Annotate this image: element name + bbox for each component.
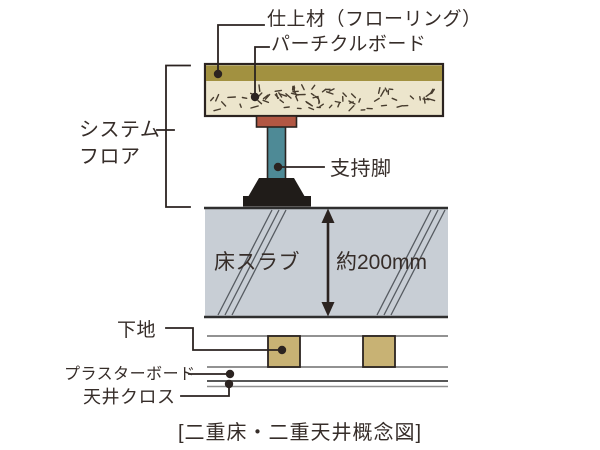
leader-dot-support-leg [273,162,283,172]
leader-dot-ceiling-cloth [224,379,234,389]
leader-particle-board [254,46,270,98]
system-floor-bracket [156,64,191,208]
label-support-leg: 支持脚 [330,158,392,180]
label-particle-board: パーチクルボード [271,34,427,55]
support-base-upper [248,178,305,197]
support-base-foot [243,196,311,207]
support-rod [266,125,287,181]
leader-dot-plaster-board [225,369,235,379]
label-ceiling-cloth: 天井クロス [83,387,176,407]
label-finish-material: 仕上材（フローリング） [267,9,482,30]
furring-block-right [362,335,396,368]
label-slab-thickness: 約200mm [336,251,428,274]
particle-speckles [209,84,436,112]
leader-finish-material [217,24,265,75]
leader-base [165,327,283,351]
leader-dot-particle-board [250,92,260,102]
leader-dot-base [277,345,287,355]
label-floor-slab: 床スラブ [214,251,300,274]
dimension-arrow [321,208,335,317]
label-system-floor: システム フロア [79,119,161,168]
label-plaster-board: プラスターボード [64,366,196,383]
leader-dot-finish-material [213,69,223,79]
slab-hatch [217,209,446,316]
support-cap [255,115,298,128]
flooring-layer [206,65,442,81]
diagram-caption: [二重床・二重天井概念図] [177,422,423,444]
label-base: 下地 [117,320,157,341]
